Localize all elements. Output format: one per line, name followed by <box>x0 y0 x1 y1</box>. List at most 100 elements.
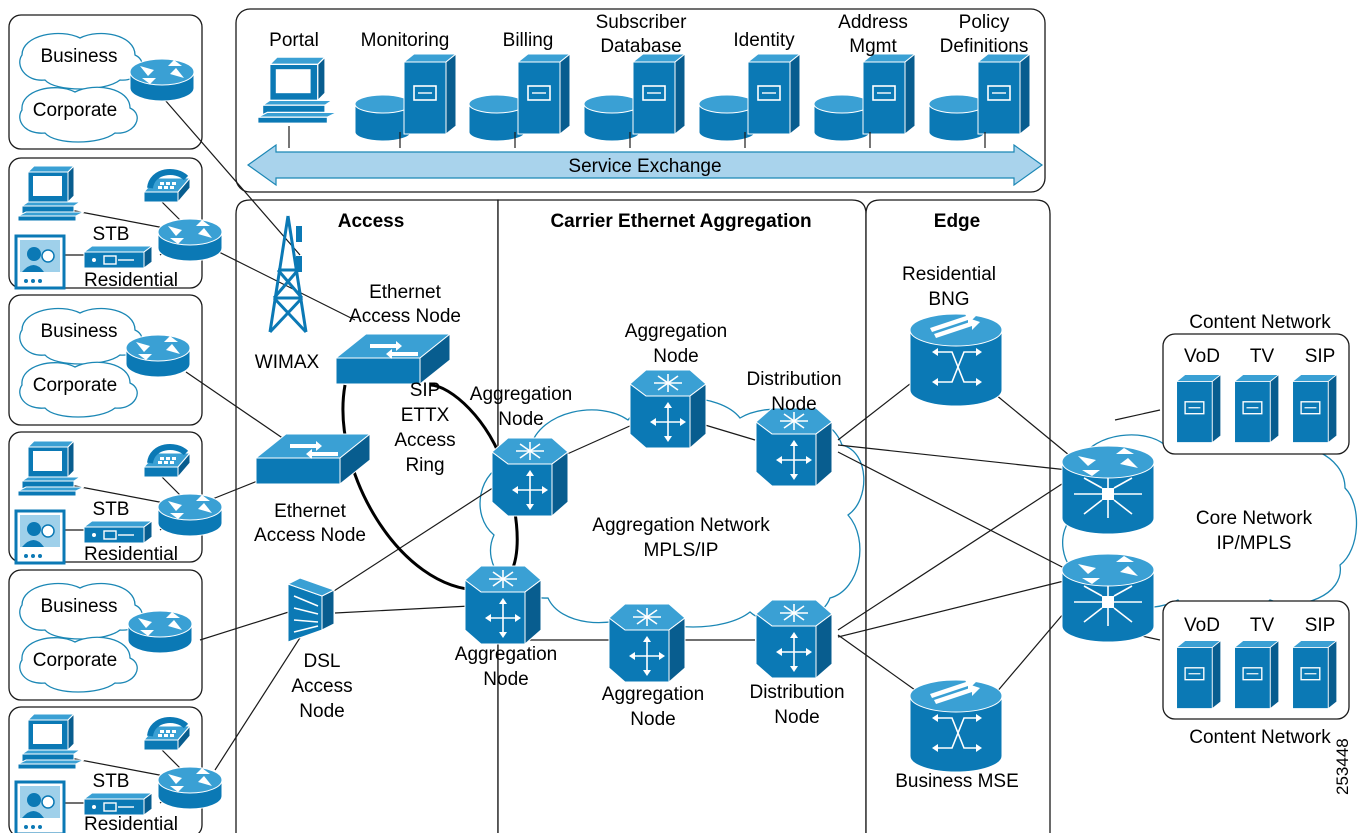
address-label-1: Address <box>838 12 908 33</box>
residential-tv-icon-3 <box>14 780 66 833</box>
tv-server-icon-bottom <box>1233 639 1280 710</box>
eth-node-label-1-line2: Access Node <box>349 306 461 327</box>
eth-node-label-1-line1: Ethernet <box>369 282 442 303</box>
agg-node-1-line2: Node <box>498 409 543 430</box>
policy-label-2: Definitions <box>940 36 1029 57</box>
residential-stb-icon-3 <box>83 792 153 816</box>
address-label-2: Mgmt <box>849 36 897 57</box>
dist-node-1-line1: Distribution <box>746 369 841 390</box>
sip-label-bottom: SIP <box>1305 615 1336 636</box>
access-zone-title: Access <box>338 211 405 232</box>
subscriber-label-2: Database <box>600 36 681 57</box>
billing-label: Billing <box>503 30 554 51</box>
residential-tv-icon-1 <box>14 234 66 290</box>
policy-server-icon <box>977 53 1031 135</box>
dsl-label-line2: Access <box>291 676 352 697</box>
dsl-access-node-icon <box>286 577 336 643</box>
policy-disk-icon <box>928 94 986 142</box>
address-disk-icon <box>813 94 871 142</box>
residential-label-3: Residential <box>84 814 178 833</box>
tv-server-icon-top <box>1233 373 1280 444</box>
dist-node-2-line2: Node <box>774 707 819 728</box>
business-mse-icon <box>909 677 1003 773</box>
residential-router-icon-1 <box>157 218 223 262</box>
corporate-cloud-1 <box>19 86 138 143</box>
dist-node-2-line1: Distribution <box>749 682 844 703</box>
content-network-label-top: Content Network <box>1189 312 1331 333</box>
residential-pc-icon-2 <box>17 440 85 497</box>
wimax-label: WIMAX <box>255 352 320 373</box>
distribution-node-icon-2 <box>755 599 833 679</box>
dsl-label-line1: DSL <box>304 651 341 672</box>
sip-server-icon-bottom <box>1291 639 1338 710</box>
aggregation-node-icon-4 <box>608 603 686 683</box>
policy-label-1: Policy <box>959 12 1010 33</box>
subscriber-label-1: Subscriber <box>596 12 687 33</box>
billing-disk-icon <box>468 94 526 142</box>
eth-node-label-2-line1: Ethernet <box>274 501 347 522</box>
residential-pc-icon-1 <box>17 165 85 222</box>
aggregation-node-icon-2 <box>629 369 707 449</box>
vod-server-icon-top <box>1175 373 1222 444</box>
service-exchange-label: Service Exchange <box>568 156 721 177</box>
ring-label-line4: Ring <box>405 455 444 476</box>
identity-server-icon <box>747 53 801 135</box>
bng-label-line1: Residential <box>902 264 996 285</box>
core-router-icon-2 <box>1061 553 1155 643</box>
corporate-cloud-3 <box>19 636 138 693</box>
address-server-icon <box>862 53 916 135</box>
agg-node-3-line2: Node <box>483 669 528 690</box>
vod-label-top: VoD <box>1184 346 1220 367</box>
core-router-icon-1 <box>1061 445 1155 535</box>
ring-label-line2: ETTX <box>401 405 450 426</box>
eth-node-label-2-line2: Access Node <box>254 525 366 546</box>
figure-id: 253448 <box>1333 738 1352 795</box>
mse-label: Business MSE <box>895 771 1019 792</box>
business-label-1: Business <box>40 46 117 67</box>
aggregation-node-icon-1 <box>491 437 569 517</box>
business-router-icon-2 <box>125 334 191 378</box>
agg-node-2-line2: Node <box>653 346 698 367</box>
agg-node-4-line2: Node <box>630 709 675 730</box>
monitoring-label: Monitoring <box>361 30 450 51</box>
sip-server-icon-top <box>1291 373 1338 444</box>
vod-server-icon-bottom <box>1175 639 1222 710</box>
agg-node-4-line1: Aggregation <box>602 684 704 705</box>
tv-label-bottom: TV <box>1250 615 1275 636</box>
residential-bng-icon <box>909 311 1003 407</box>
business-router-icon-1 <box>129 58 195 102</box>
ring-label-line1: SIP <box>410 380 441 401</box>
subscriber-disk-icon <box>583 94 641 142</box>
aggregation-network-label-2: MPLS/IP <box>644 540 719 561</box>
distribution-node-icon-1 <box>755 407 833 487</box>
identity-label: Identity <box>733 30 795 51</box>
aggregation-zone-title: Carrier Ethernet Aggregation <box>550 211 811 232</box>
residential-stb-icon-1 <box>83 245 153 269</box>
residential-router-icon-3 <box>157 766 223 810</box>
vod-label-bottom: VoD <box>1184 615 1220 636</box>
tv-label-top: TV <box>1250 346 1275 367</box>
stb-label-3: STB <box>93 771 130 792</box>
corporate-label-1: Corporate <box>33 100 118 121</box>
core-network-label-1: Core Network <box>1196 508 1313 529</box>
dsl-label-line3: Node <box>299 701 344 722</box>
core-network-label-2: IP/MPLS <box>1217 533 1292 554</box>
subscriber-server-icon <box>632 53 686 135</box>
business-label-2: Business <box>40 321 117 342</box>
agg-node-3-line1: Aggregation <box>455 644 557 665</box>
wimax-tower-icon <box>268 215 308 334</box>
billing-server-icon <box>517 53 571 135</box>
ring-label-line3: Access <box>394 430 455 451</box>
residential-router-icon-2 <box>157 493 223 537</box>
monitoring-disk-icon <box>354 94 412 142</box>
corporate-cloud-2 <box>19 361 138 418</box>
edge-zone-title: Edge <box>934 211 980 232</box>
business-label-3: Business <box>40 596 117 617</box>
sip-label-top: SIP <box>1305 346 1336 367</box>
stb-label-1: STB <box>93 224 130 245</box>
corporate-label-3: Corporate <box>33 650 118 671</box>
portal-label: Portal <box>269 30 319 51</box>
portal-pc-icon <box>257 56 338 124</box>
residential-label-2: Residential <box>84 544 178 565</box>
